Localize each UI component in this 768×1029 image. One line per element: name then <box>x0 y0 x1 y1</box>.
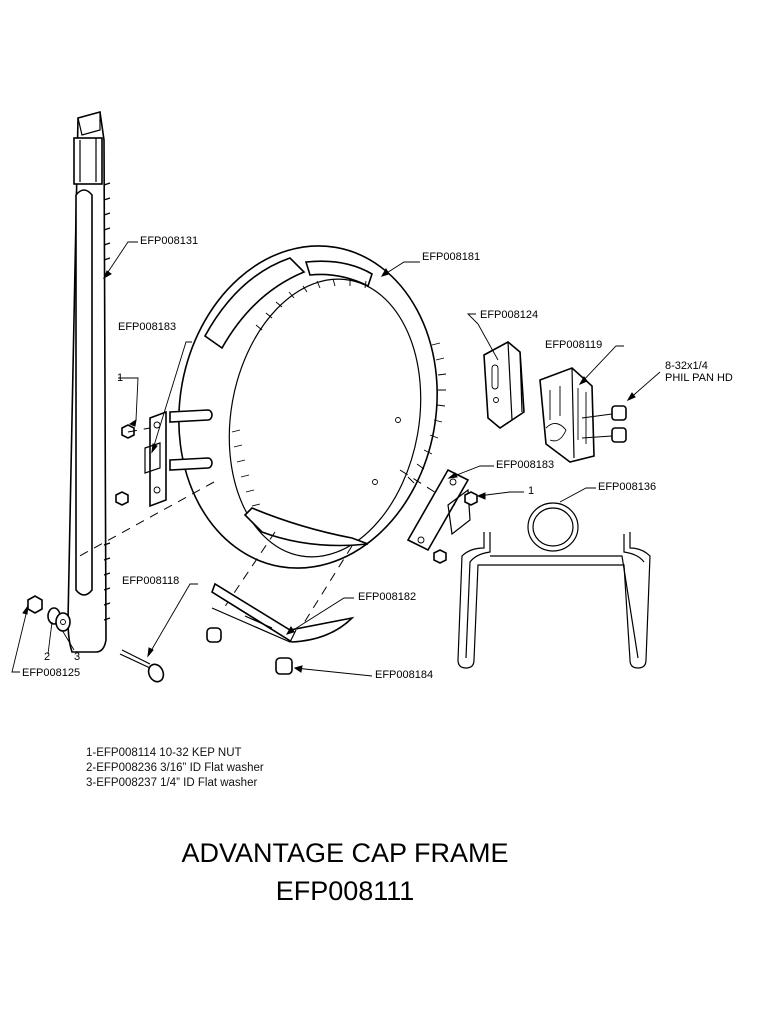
callout-efp008183-left: EFP008183 <box>118 321 177 333</box>
bottom-shelf-part <box>206 582 355 675</box>
pan-head-screws <box>581 405 627 443</box>
callout-efp008136: EFP008136 <box>598 481 657 493</box>
vertical-bar-part <box>67 110 111 653</box>
legend-item: 2-EFP008236 3/16” ID Flat washer <box>86 762 264 774</box>
round-cap-part <box>178 245 447 569</box>
callout-item-1-right: 1 <box>528 485 535 497</box>
callout-efp008184: EFP008184 <box>375 669 434 681</box>
callout-efp008119: EFP008119 <box>545 339 603 351</box>
callout-efp008131: EFP008131 <box>140 235 199 247</box>
callout-efp008182: EFP008182 <box>358 591 417 603</box>
wire-frame-part <box>457 532 651 669</box>
legend-item: 1-EFP008114 10-32 KEP NUT <box>86 747 242 759</box>
spring-part <box>527 502 579 552</box>
callout-efp008118: EFP008118 <box>122 575 180 587</box>
callout-item-1-left: 1 <box>117 372 124 384</box>
callout-efp008124: EFP008124 <box>480 309 539 321</box>
left-clip-part <box>115 409 213 508</box>
parts-legend: 1-EFP008114 10-32 KEP NUT 2-EFP008236 3/… <box>86 746 264 791</box>
right-clip-part <box>406 468 478 564</box>
assembly-line <box>127 427 151 433</box>
callout-efp008125: EFP008125 <box>22 667 81 679</box>
callout-item-3: 3 <box>74 651 81 663</box>
callout-item-2: 2 <box>44 651 51 663</box>
legend-item: 3-EFP008237 1/4” ID Flat washer <box>86 777 258 789</box>
bolt-part <box>119 649 165 683</box>
callout-screw-spec: 8-32x1/4 PHIL PAN HD <box>665 360 733 385</box>
assembly-line <box>296 545 353 635</box>
assembly-line <box>75 481 215 559</box>
callout-efp008183-right: EFP008183 <box>496 459 555 471</box>
leader-lines <box>11 241 661 677</box>
nut-washer-stack <box>27 595 71 632</box>
drawing-part-number: EFP008111 <box>275 876 415 906</box>
callout-efp008181: EFP008181 <box>422 251 481 263</box>
plate-part <box>539 367 595 463</box>
drawing-title: ADVANTAGE CAP FRAME <box>181 838 509 868</box>
bracket-part <box>483 341 525 429</box>
